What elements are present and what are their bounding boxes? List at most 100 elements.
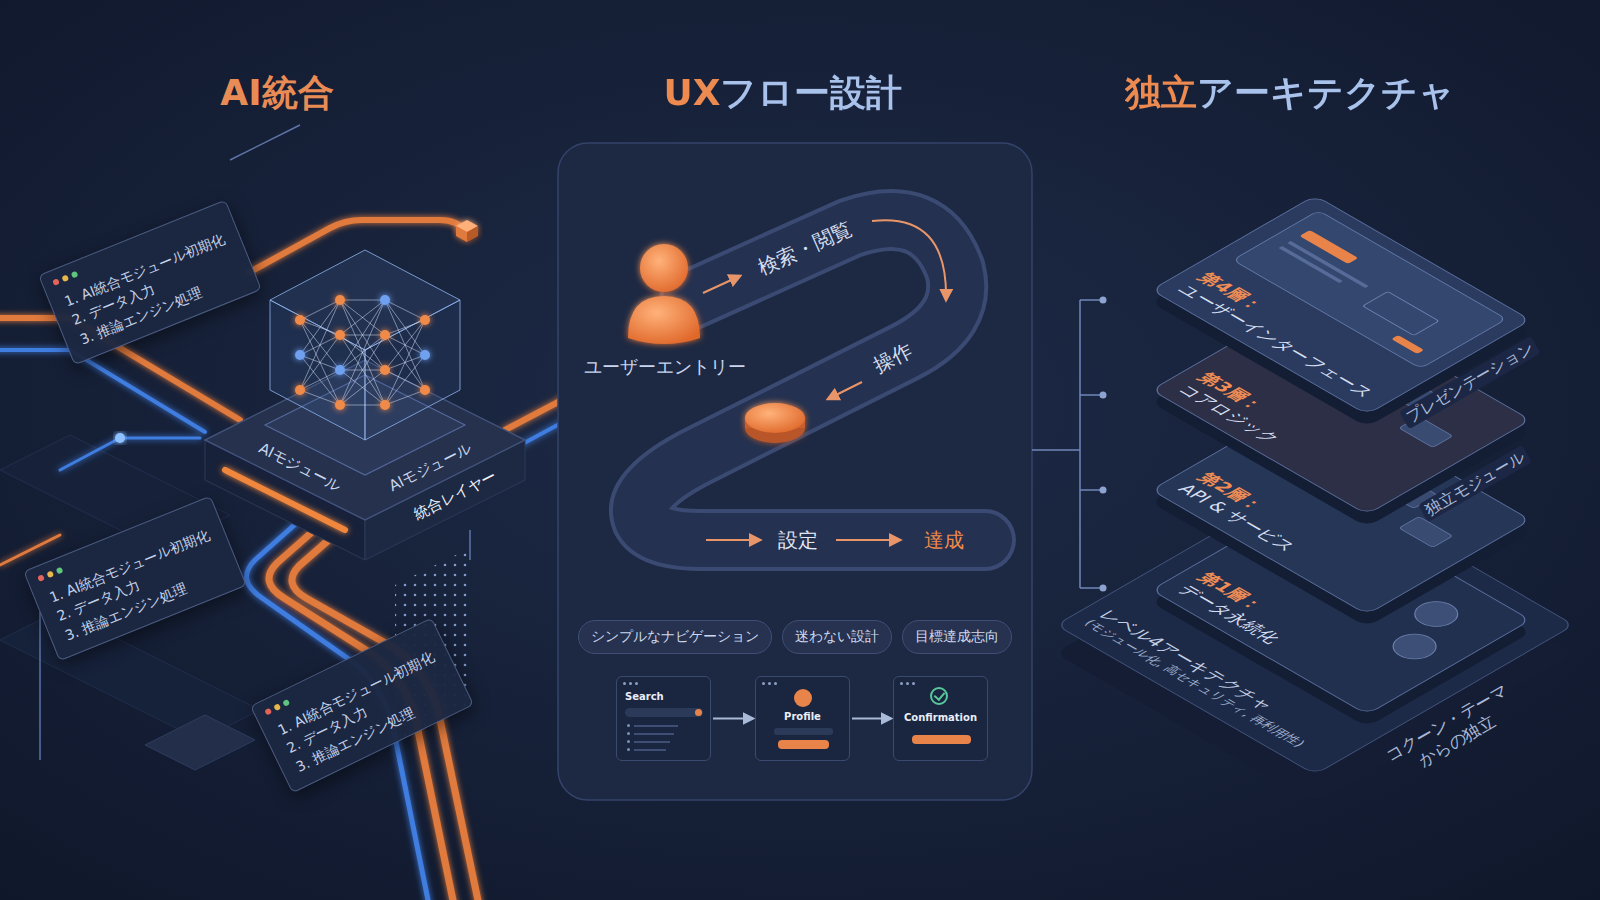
window-dot bbox=[264, 707, 272, 715]
list-dot bbox=[627, 732, 630, 735]
action-button bbox=[778, 740, 829, 749]
list-line bbox=[634, 725, 678, 727]
decor-circle bbox=[1100, 392, 1107, 399]
window-dot bbox=[282, 698, 290, 706]
layer-bracket bbox=[1032, 300, 1100, 588]
window-dot bbox=[629, 682, 632, 685]
progress-disk bbox=[745, 403, 805, 443]
window-dot bbox=[71, 270, 79, 278]
decor-circle bbox=[380, 295, 390, 305]
window-dot bbox=[774, 682, 777, 685]
decor-circle bbox=[380, 400, 390, 410]
decor-circle bbox=[1100, 297, 1107, 304]
decor-path bbox=[836, 539, 900, 541]
screen-mockup: Search bbox=[616, 676, 711, 761]
window-dot bbox=[273, 703, 281, 711]
pill-label: シンプルなナビゲーション bbox=[591, 628, 759, 646]
window-dot bbox=[906, 682, 909, 685]
window-dot bbox=[635, 682, 638, 685]
decor-circle bbox=[640, 244, 688, 292]
decor-circle bbox=[380, 365, 390, 375]
decor-circle bbox=[335, 330, 345, 340]
decor-path bbox=[39, 612, 41, 760]
section-title: 独立アーキテクチャ bbox=[1125, 70, 1455, 115]
glow-dot bbox=[115, 433, 125, 443]
list-line bbox=[634, 749, 666, 751]
window-dot bbox=[768, 682, 771, 685]
flow-arrow bbox=[713, 718, 753, 720]
screen-mockup: Profile bbox=[755, 676, 850, 761]
connector-block bbox=[456, 220, 478, 242]
list-dot bbox=[627, 748, 630, 751]
decor-path bbox=[628, 296, 700, 344]
storage-disk bbox=[1383, 629, 1445, 665]
decor-circle bbox=[380, 330, 390, 340]
window-dot bbox=[762, 682, 765, 685]
flow-label: ユーザーエントリー bbox=[584, 356, 746, 379]
decor-path bbox=[1032, 300, 1100, 588]
screen-title: Confirmation bbox=[896, 711, 985, 724]
action-button bbox=[912, 735, 971, 744]
section-title: AI統合 bbox=[220, 70, 333, 115]
decor-circle bbox=[295, 350, 305, 360]
decor-circle bbox=[295, 315, 305, 325]
neural-cube bbox=[270, 250, 460, 440]
decor-circle bbox=[335, 365, 345, 375]
flow-label: 検索・閲覧 bbox=[751, 215, 860, 282]
window-dot bbox=[623, 682, 626, 685]
feature-pill: シンプルなナビゲーション bbox=[578, 620, 772, 654]
window-dot bbox=[52, 278, 60, 286]
mockup-bar bbox=[1299, 230, 1358, 264]
flow-arrows bbox=[703, 220, 946, 540]
list-dot bbox=[627, 724, 630, 727]
screen-title: Profile bbox=[760, 710, 845, 723]
decor-circle bbox=[335, 295, 345, 305]
user-figure bbox=[628, 244, 700, 344]
search-bar bbox=[625, 708, 703, 717]
check-mark bbox=[934, 689, 946, 701]
screen-mockup: Confirmation bbox=[893, 676, 988, 761]
decor-ellipse bbox=[745, 403, 805, 433]
avatar bbox=[794, 689, 812, 707]
pill-label: 迷わない設計 bbox=[795, 628, 879, 646]
flow-label: 達成 bbox=[920, 528, 968, 553]
decor-path bbox=[706, 539, 760, 541]
decor-polygon bbox=[456, 226, 467, 242]
list-line bbox=[634, 733, 674, 735]
decor-circle bbox=[1100, 487, 1107, 494]
list-dot bbox=[627, 740, 630, 743]
feature-pill: 迷わない設計 bbox=[782, 620, 892, 654]
storage-disk bbox=[1405, 596, 1467, 632]
decor-polygon bbox=[145, 715, 255, 770]
callout-panel: 1. AI統合モジュール初期化2. データ入力3. 推論エンジン処理 bbox=[250, 617, 474, 792]
ux-card bbox=[558, 143, 1032, 800]
input-bar bbox=[774, 728, 833, 735]
decor-circle bbox=[420, 315, 430, 325]
decor-circle bbox=[1100, 585, 1107, 592]
screen-title: Search bbox=[625, 690, 702, 703]
search-dot bbox=[695, 709, 702, 716]
decor-path bbox=[0, 350, 205, 432]
bracket-dots bbox=[1100, 297, 1107, 592]
window-dot bbox=[37, 574, 45, 582]
pill-label: 目標達成志向 bbox=[915, 628, 999, 646]
flow-label: 設定 bbox=[774, 528, 822, 553]
module-block bbox=[1398, 516, 1453, 548]
circuit-wires bbox=[0, 220, 600, 900]
window-dot bbox=[46, 570, 54, 578]
feature-pill: 目標達成志向 bbox=[902, 620, 1012, 654]
decor-circle bbox=[420, 385, 430, 395]
decor-path bbox=[828, 382, 862, 399]
decor-path bbox=[230, 125, 300, 160]
window-dot bbox=[912, 682, 915, 685]
decor-circle bbox=[335, 400, 345, 410]
window-dot bbox=[61, 274, 69, 282]
decor-g bbox=[295, 295, 430, 410]
decor-polygon bbox=[467, 226, 478, 242]
decor-path bbox=[300, 300, 425, 405]
decor-circle bbox=[295, 385, 305, 395]
decor-path bbox=[872, 220, 946, 300]
flow-arrow bbox=[852, 718, 891, 720]
decor-path bbox=[640, 220, 985, 540]
